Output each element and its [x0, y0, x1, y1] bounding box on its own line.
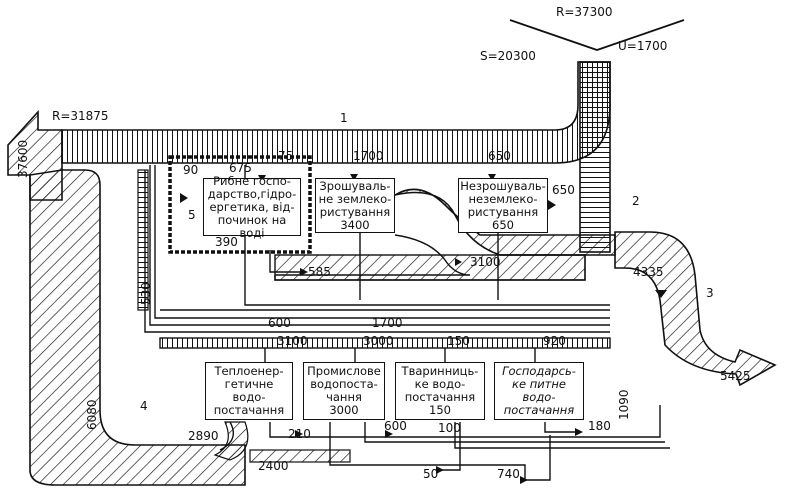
value-650-right: 650: [552, 183, 575, 197]
stream-5-number: 5: [188, 208, 196, 222]
industrial-value: 3000: [329, 403, 359, 417]
stream-530-band: [137, 169, 149, 311]
nonirrigated-value: 650: [492, 217, 514, 232]
value-2890: 2890: [188, 429, 219, 443]
value-210: 210: [288, 427, 311, 441]
value-2400: 2400: [258, 459, 289, 473]
value-1700-mid: 1700: [372, 316, 403, 330]
value-3100-flow: 3100: [470, 255, 501, 269]
stream-2-number: 2: [632, 194, 640, 208]
value-1700-top: 1700: [353, 149, 384, 163]
total-resource-label: R=37300: [556, 5, 613, 19]
irrigated-value: 3400: [340, 217, 370, 232]
surface-pipe-fill: [62, 131, 562, 162]
value-600-bot: 600: [384, 419, 407, 433]
underground-pipe: [579, 61, 611, 253]
industrial-label: Промислове водопоста-чання: [307, 364, 381, 404]
value-1090: 1090: [617, 389, 631, 420]
value-50: 50: [423, 467, 438, 481]
arrowheads: [180, 174, 667, 484]
livestock-value: 150: [429, 403, 451, 417]
domestic-box: Господарсь-ке питне водо-постачання: [494, 362, 584, 420]
value-740: 740: [497, 467, 520, 481]
value-3000-row: 3000: [363, 334, 394, 348]
thermal-label: Теплоенер-гетичне водо-постачання: [213, 364, 285, 417]
irrigated-box: Зрошуваль-не землеко-ристування 3400: [315, 178, 395, 233]
outflow-label: R=31875: [52, 109, 109, 123]
return-band-fill: [274, 254, 586, 281]
stream-4-loop: [29, 169, 246, 486]
value-3100-row: 3100: [277, 334, 308, 348]
industrial-box: Промислове водопоста-чання 3000: [303, 362, 385, 420]
value-75: 75: [278, 149, 293, 163]
fishery-box: Рибне госпо-дарство,гідро-ергетика, від-…: [203, 174, 301, 239]
value-6080: 6080: [85, 399, 99, 430]
nonirrigated-label: Незрошуваль-неземлеко-ристування: [460, 178, 546, 219]
livestock-label: Тваринниць-ке водо-постачання: [401, 364, 479, 404]
outflow-arrow-label: 37600: [16, 140, 30, 178]
stream-585-line: [269, 250, 300, 273]
stream-2400-band: [249, 449, 351, 463]
value-585: 585: [308, 265, 331, 279]
value-675: 675: [229, 161, 252, 175]
value-530: 530: [139, 282, 153, 305]
value-4335: 4335: [633, 265, 664, 279]
thermal-box: Теплоенер-гетичне водо-постачання: [205, 362, 293, 420]
value-390: 390: [215, 235, 238, 249]
nonirrigated-box: Незрошуваль-неземлеко-ристування 650: [458, 178, 548, 233]
stream-3-number: 3: [706, 286, 714, 300]
stream-2890-hatch: [213, 421, 249, 461]
value-600-mid: 600: [268, 316, 291, 330]
value-650-top: 650: [488, 149, 511, 163]
fishery-label: Рибне госпо-дарство,гідро-ергетика, від-…: [207, 173, 297, 240]
underground-water-label: U=1700: [618, 39, 667, 53]
stream-4-number: 4: [140, 399, 148, 413]
domestic-label: Господарсь-ке питне водо-постачання: [502, 364, 576, 417]
loss-arrow-label: 5425: [720, 369, 751, 383]
value-100: 100: [438, 421, 461, 435]
surface-water-label: S=20300: [480, 49, 536, 63]
stream-3-bend: [614, 231, 777, 387]
value-920-row: 920: [543, 334, 566, 348]
livestock-box: Тваринниць-ке водо-постачання 150: [395, 362, 485, 420]
irrigated-label: Зрошуваль-не землеко-ристування: [318, 178, 392, 219]
value-90: 90: [183, 163, 198, 177]
fishery-frame: [168, 155, 312, 254]
value-150-row: 150: [447, 334, 470, 348]
stream-1-number: 1: [340, 111, 348, 125]
value-180: 180: [588, 419, 611, 433]
resource-chevron: [509, 19, 685, 51]
